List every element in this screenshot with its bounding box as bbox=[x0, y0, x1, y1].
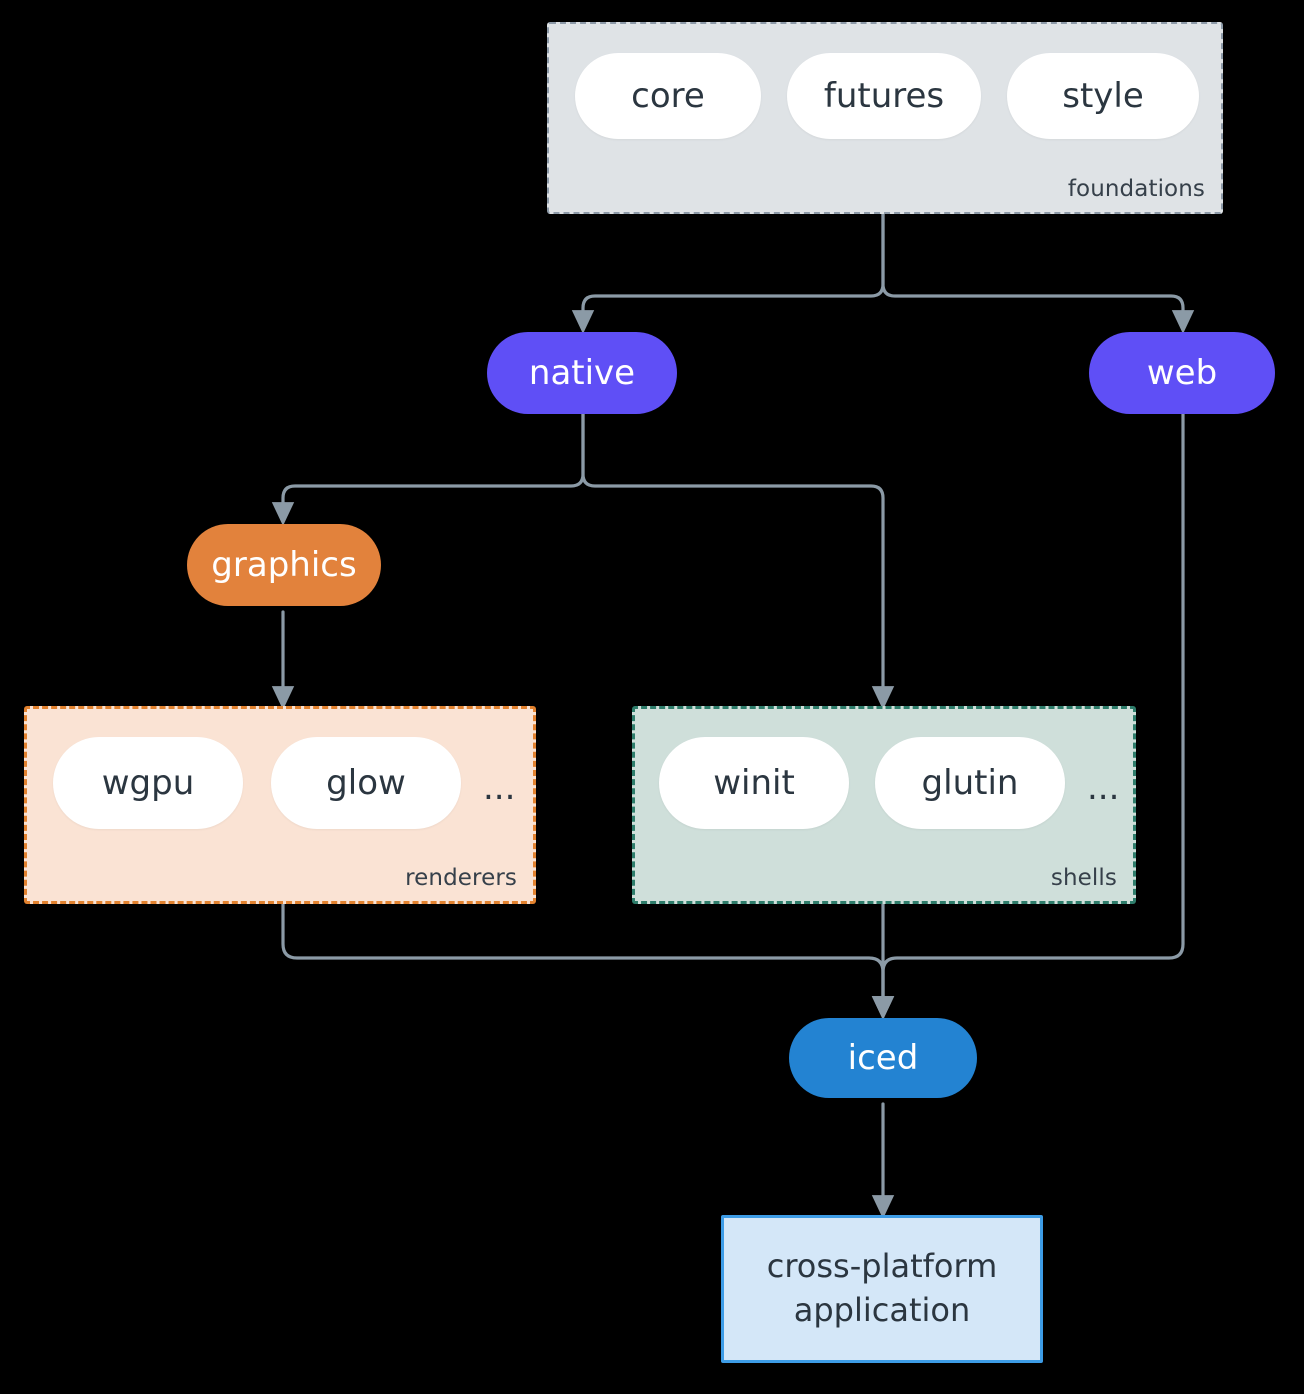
node-iced-label: iced bbox=[847, 1038, 919, 1078]
pill-futures[interactable]: futures bbox=[787, 53, 981, 139]
pill-glutin-label: glutin bbox=[921, 763, 1019, 803]
pill-core[interactable]: core bbox=[575, 53, 761, 139]
node-graphics-label: graphics bbox=[211, 545, 357, 585]
edge-native-to-shells bbox=[581, 410, 895, 710]
node-native[interactable]: native bbox=[487, 332, 677, 414]
node-web-label: web bbox=[1146, 353, 1218, 393]
group-foundations-label: foundations bbox=[1067, 176, 1205, 202]
group-renderers: wgpu glow ... renderers bbox=[24, 706, 536, 904]
renderers-more-ellipsis: ... bbox=[483, 768, 516, 808]
pill-wgpu-label: wgpu bbox=[101, 763, 195, 803]
edge-foundations-to-web bbox=[881, 212, 1195, 334]
edge-native-to-graphics bbox=[271, 410, 585, 526]
edge-renderers-to-iced bbox=[281, 902, 895, 1020]
pill-glutin[interactable]: glutin bbox=[875, 737, 1065, 829]
pill-core-label: core bbox=[631, 76, 705, 116]
node-graphics[interactable]: graphics bbox=[187, 524, 381, 606]
node-iced[interactable]: iced bbox=[789, 1018, 977, 1098]
node-web[interactable]: web bbox=[1089, 332, 1275, 414]
pill-glow[interactable]: glow bbox=[271, 737, 461, 829]
pill-winit[interactable]: winit bbox=[659, 737, 849, 829]
pill-wgpu[interactable]: wgpu bbox=[53, 737, 243, 829]
pill-winit-label: winit bbox=[713, 763, 795, 803]
group-foundations: core futures style foundations bbox=[547, 22, 1223, 214]
pill-futures-label: futures bbox=[823, 76, 945, 116]
group-renderers-label: renderers bbox=[405, 865, 517, 891]
application-line-1: cross-platform bbox=[766, 1247, 998, 1286]
node-native-label: native bbox=[528, 353, 636, 393]
pill-glow-label: glow bbox=[326, 763, 406, 803]
edge-foundations-to-native bbox=[571, 212, 885, 334]
application-line-2: application bbox=[793, 1291, 971, 1329]
group-shells-label: shells bbox=[1050, 865, 1117, 891]
node-cross-platform-application[interactable]: cross-platform application bbox=[721, 1215, 1043, 1363]
shells-more-ellipsis: ... bbox=[1087, 768, 1120, 808]
pill-style-label: style bbox=[1062, 76, 1144, 116]
pill-style[interactable]: style bbox=[1007, 53, 1199, 139]
group-shells: winit glutin ... shells bbox=[632, 706, 1136, 904]
